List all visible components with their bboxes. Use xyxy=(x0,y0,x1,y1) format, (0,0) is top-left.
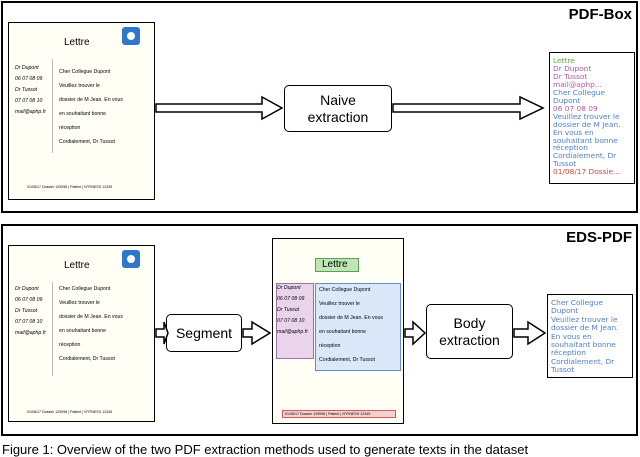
sender-line: Dr Tussot xyxy=(15,87,38,93)
body-line: dossier de M Jean. En vous xyxy=(319,315,384,321)
naive-output-line: Dr Dupont xyxy=(553,63,592,73)
edspdf-panel-title: EDS-PDF xyxy=(566,229,632,246)
naive-output-line: dossier de M Jean. xyxy=(553,119,621,129)
naive-output-line: souhaitant bonne xyxy=(553,135,618,145)
segment-title-box xyxy=(315,258,359,272)
sender-line: mail@aphp.fr xyxy=(15,330,46,336)
naive-extraction-label-2: extraction xyxy=(307,108,369,125)
arrow-shape xyxy=(513,320,547,346)
body-line: Cordialement, Dr Tussot xyxy=(319,357,375,363)
sender-line: Dr Tussot xyxy=(15,308,38,314)
document-footer: 01/08/17 Dossier 129098 | Patient | N°FI… xyxy=(285,412,371,416)
body-output-line: En vous en xyxy=(551,331,592,341)
sender-line: 07 07 08 10 xyxy=(15,98,43,104)
body-line: Cordialement, Dr Tussot xyxy=(59,356,115,362)
sender-line: 07 07 08 10 xyxy=(277,318,305,324)
naive-extraction-step: Naive extraction xyxy=(284,85,392,132)
body-line: réception xyxy=(59,342,81,348)
naive-output-line: Dr Tussot xyxy=(553,71,588,81)
body-extraction-step: Body extraction xyxy=(426,304,513,359)
arrow-shape xyxy=(242,320,272,346)
body-line: Cher Collegue Dupont xyxy=(59,286,111,292)
source-document-title: Lettre xyxy=(64,37,90,48)
body-output-line: Tussot xyxy=(551,365,575,375)
segmented-document: Lettre Dr Dupont 06 07 08 09 Dr Tussot 0… xyxy=(272,238,404,424)
body-output-line: Veuillez trouver le xyxy=(551,314,618,324)
hospital-logo-icon xyxy=(122,250,140,268)
document-footer: 01/08/17 Dossier 129098 | Patient | N°FI… xyxy=(27,410,113,414)
body-line: Veuillez trouver le xyxy=(59,300,100,306)
arrow-shape xyxy=(392,95,545,121)
sender-line: 06 07 08 09 xyxy=(15,76,43,82)
naive-extraction-label-1: Naive xyxy=(320,91,356,108)
body-line: en souhaitant bonne xyxy=(59,328,107,334)
segment-footer-box xyxy=(282,410,396,418)
arrow-shape xyxy=(404,320,427,346)
body-line: réception xyxy=(59,125,81,131)
column-divider xyxy=(52,59,53,153)
naive-output-line: Lettre xyxy=(553,56,575,65)
figure-caption: Figure 1: Overview of the two PDF extrac… xyxy=(2,442,529,457)
hospital-logo-icon xyxy=(122,27,140,45)
body-line: en souhaitant bonne xyxy=(59,111,107,117)
body-extraction-label-2: extraction xyxy=(439,331,500,348)
arrow-shape xyxy=(155,95,284,121)
naive-output-line: mail@aphp... xyxy=(553,79,602,89)
segment-body-box xyxy=(315,283,401,371)
body-output-line: Cordialement, Dr xyxy=(551,356,615,366)
body-line: Veuillez trouver le xyxy=(59,83,100,89)
sender-line: mail@aphp.fr xyxy=(277,329,308,335)
body-line: dossier de M Jean. En vous xyxy=(59,314,124,320)
source-document-title: Lettre xyxy=(64,260,90,271)
sender-line: 07 07 08 10 xyxy=(15,319,43,325)
body-line: réception xyxy=(319,343,341,349)
body-extraction-label-1: Body xyxy=(453,314,486,331)
arrow-shape xyxy=(155,321,169,345)
body-line: Veuillez trouver le xyxy=(319,301,360,307)
body-output-line: réception xyxy=(551,348,586,358)
column-divider xyxy=(52,282,53,376)
naive-output-line: Cher Collegue xyxy=(553,87,606,97)
body-line: Cher Collegue Dupont xyxy=(319,287,371,293)
pdfbox-panel-title: PDF-Box xyxy=(568,6,632,23)
segment-metadata-box xyxy=(276,283,314,359)
naive-output-line: En vous en xyxy=(553,127,594,137)
sender-line: Dr Tussot xyxy=(277,307,300,313)
naive-output-line: Veuillez trouver le xyxy=(553,111,620,121)
sender-line: Dr Dupont xyxy=(15,286,39,292)
naive-output-line: réception xyxy=(553,143,588,153)
body-output-line: Cher Collegue xyxy=(551,298,604,307)
body-output-line: dossier de M Jean. xyxy=(551,323,619,333)
segment-label: Segment xyxy=(175,324,233,341)
body-line: Cordialement, Dr Tussot xyxy=(59,139,115,145)
body-line: dossier de M Jean. En vous xyxy=(59,97,124,103)
source-document-top: Lettre Dr Dupont 06 07 08 09 Dr Tussot 0… xyxy=(8,22,155,200)
sender-line: 06 07 08 09 xyxy=(15,297,43,303)
naive-output-line: 06 07 08 09 xyxy=(553,103,598,113)
sender-line: mail@aphp.fr xyxy=(15,109,46,115)
segmented-document-title: Lettre xyxy=(322,259,348,270)
naive-output-line: 01/08/17 Dossie... xyxy=(553,167,621,177)
segment-step: Segment xyxy=(166,314,242,352)
document-footer: 01/08/17 Dossier 129098 | Patient | N°FI… xyxy=(27,185,113,189)
body-line: Cher Collegue Dupont xyxy=(59,69,111,75)
naive-output-line: Tussot xyxy=(553,159,577,169)
naive-output-line: Dupont xyxy=(553,95,581,105)
body-output-line: souhaitant bonne xyxy=(551,340,616,349)
body-output-line: Dupont xyxy=(551,306,579,316)
sender-line: Dr Dupont xyxy=(15,65,39,71)
source-document-bottom: Lettre Dr Dupont 06 07 08 09 Dr Tussot 0… xyxy=(8,245,155,422)
sender-line: 06 07 08 09 xyxy=(277,296,305,302)
body-line: en souhaitant bonne xyxy=(319,329,367,335)
sender-line: Dr Dupont xyxy=(277,285,301,291)
naive-output-line: Cordialement, Dr xyxy=(553,151,617,161)
